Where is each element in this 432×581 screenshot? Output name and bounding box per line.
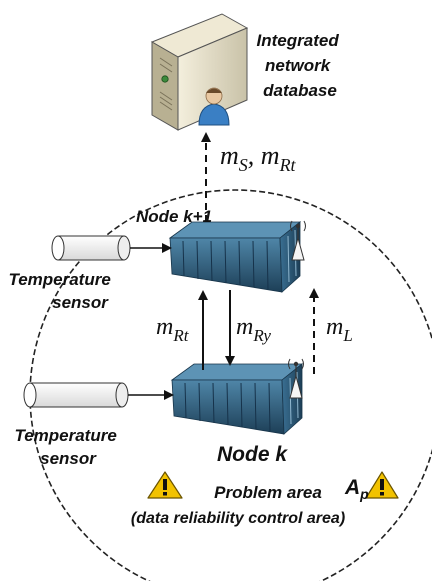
- node-upper-label: Node k+1: [136, 207, 212, 226]
- database-label-line-2: network: [265, 56, 332, 75]
- sensor-lower-label-line-2: sensor: [40, 449, 97, 468]
- warning-right-icon: [365, 471, 399, 499]
- sensor-upper-label-line-1: Temperature: [8, 270, 110, 289]
- temperature-sensor-upper-icon: [51, 235, 131, 261]
- container-node-lower-icon: [170, 363, 304, 435]
- warning-left-icon: [147, 471, 183, 499]
- antenna-upper-icon: [290, 220, 306, 261]
- user-avatar-icon: [198, 87, 230, 126]
- area-symbol-label: Ap: [344, 476, 369, 502]
- sensor-lower-label: Temperature sensor: [14, 426, 121, 468]
- message-label-to-database: mS, mRt: [220, 141, 297, 175]
- sensor-upper-label-line-2: sensor: [52, 293, 109, 312]
- sensor-upper-label: Temperature sensor: [8, 270, 115, 312]
- message-label-relay: mL: [326, 314, 353, 345]
- database-label: Integrated network database: [257, 31, 344, 100]
- database-label-line-3: database: [263, 81, 337, 100]
- antenna-lower-icon: [288, 358, 304, 399]
- database-label-line-1: Integrated: [257, 31, 340, 50]
- temperature-sensor-lower-icon: [23, 382, 129, 408]
- message-label-down: mRy: [236, 314, 271, 345]
- problem-area-subtitle: (data reliability control area): [131, 510, 345, 527]
- node-lower-label: Node k: [217, 443, 288, 466]
- database-server-icon: [150, 13, 249, 131]
- problem-area-title: Problem area: [214, 483, 322, 502]
- container-node-upper-icon: [168, 221, 302, 293]
- message-label-up: mRt: [156, 314, 190, 345]
- sensor-lower-label-line-1: Temperature: [14, 426, 116, 445]
